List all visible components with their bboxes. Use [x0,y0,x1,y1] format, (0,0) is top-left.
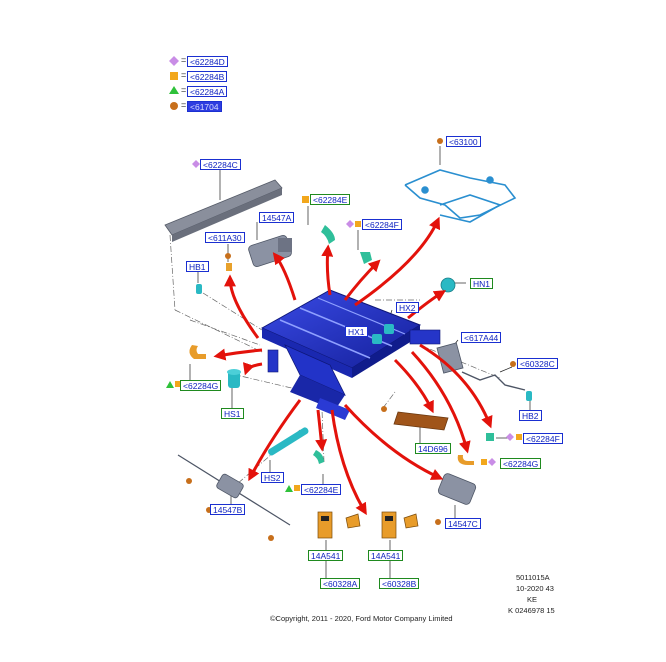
callout-markers [166,160,522,492]
part-connector-62284F-top [360,252,372,264]
callout-HX2[interactable]: HX2 [396,302,419,313]
part-bracket-62284G-right [457,455,474,465]
part-HS1 [227,369,241,388]
part-bracket-62284G-left [189,345,206,359]
part-clip-62284F-right [486,433,494,441]
part-clip-62284E-top [321,225,335,244]
callout-62284E-bottom[interactable]: <62284E [301,484,342,495]
callout-HB1[interactable]: HB1 [186,261,209,272]
callout-60328A[interactable]: <60328A [320,578,361,589]
diamond-icon [169,56,179,66]
triangle-icon [169,86,179,94]
callout-62284F-right[interactable]: <62284F [523,433,563,444]
square-icon [170,72,178,80]
legend-eq: = [181,70,187,80]
drawing-market: KE [527,595,538,604]
legend-62284A-link[interactable]: <62284A [187,86,228,97]
drawing-date: 10-2020 43 [516,584,554,593]
legend-eq: = [181,100,187,110]
callout-62284C[interactable]: <62284C [200,159,241,170]
part-connectors-14A541-b [381,511,419,539]
part-harness-60328C [461,371,526,391]
explode-arrows [213,216,493,516]
callout-14547A[interactable]: 14547A [259,212,295,223]
legend-eq: = [181,55,187,65]
legend-61704-link[interactable]: <61704 [187,101,222,112]
part-clip-62284E-bottom [313,450,324,464]
legend-markers [169,56,179,110]
seat-frame [260,289,441,420]
part-clip-611A30 [226,263,232,271]
callout-14A541-a[interactable]: 14A541 [308,550,344,561]
legend-eq: = [181,85,187,95]
callout-62284G-right[interactable]: <62284G [500,458,542,469]
copyright-text: ©Copyright, 2011 - 2020, Ford Motor Comp… [270,614,453,623]
part-HB1 [196,284,202,294]
callout-14A541-b[interactable]: 14A541 [368,550,404,561]
callout-HS2[interactable]: HS2 [261,472,284,483]
circle-icon [170,102,178,110]
part-backrest-trim [164,179,283,242]
drawing-reference: K 0246978 15 [508,606,555,615]
part-HN1 [440,277,456,293]
callout-611A30[interactable]: <611A30 [205,232,245,243]
callout-HX1[interactable]: HX1 [345,326,368,337]
part-motor-14547A [248,234,292,268]
part-wire-harness-63100 [404,169,517,223]
part-HB2 [526,391,532,401]
part-mat-14D696 [393,411,449,431]
part-rail-14547B [177,454,291,526]
callout-HB2[interactable]: HB2 [519,410,542,421]
callout-62284F-top[interactable]: <62284F [362,219,402,230]
callout-62284E-top[interactable]: <62284E [310,194,351,205]
callout-617A44[interactable]: <617A44 [461,332,502,343]
legend-62284B-link[interactable]: <62284B [187,71,228,82]
callout-14547C[interactable]: 14547C [445,518,481,529]
callout-HS1[interactable]: HS1 [221,408,244,419]
legend-62284D-link[interactable]: <62284D [187,56,228,67]
part-HS2 [268,427,309,456]
callout-14D696[interactable]: 14D696 [415,443,451,454]
callout-63100[interactable]: <63100 [446,136,481,147]
callout-14547B[interactable]: 14547B [210,504,246,515]
drawing-id: 5011015A [516,573,550,582]
callout-62284G-left[interactable]: <62284G [180,380,222,391]
callout-60328B[interactable]: <60328B [379,578,420,589]
part-connectors-14A541-a [317,511,361,539]
part-HX1 [372,334,382,344]
part-motor-14547C [437,473,477,505]
part-HX2 [384,324,394,334]
callout-HN1[interactable]: HN1 [470,278,494,289]
callout-60328C[interactable]: <60328C [517,358,558,369]
